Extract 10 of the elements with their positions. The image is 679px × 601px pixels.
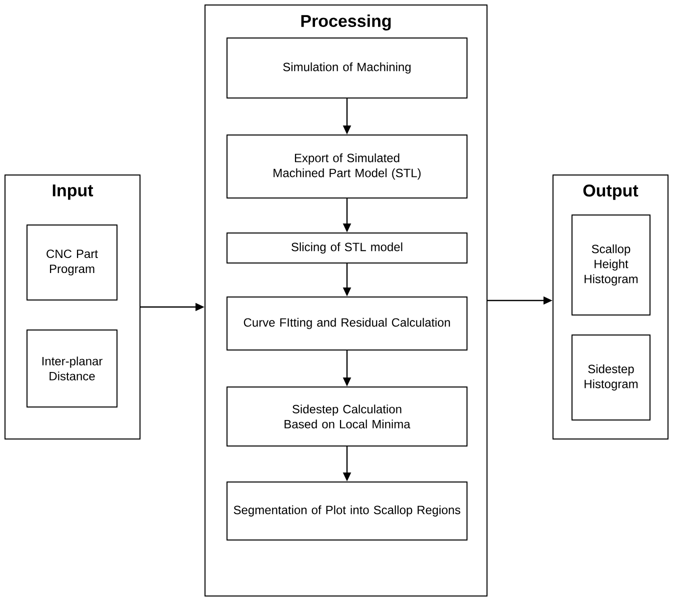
process-box: Curve FItting and Residual Calculation bbox=[226, 296, 468, 350]
process-box: Inter-planar Distance bbox=[26, 330, 118, 408]
process-box: Sidestep Calculation Based on Local Minima bbox=[226, 386, 468, 446]
process-box: Simulation of Machining bbox=[226, 38, 468, 98]
process-box: Export of Simulated Machined Part Model (STL) bbox=[226, 134, 468, 198]
process-box: CNC Part Program bbox=[26, 224, 118, 300]
process-box: Slicing of STL model bbox=[226, 232, 468, 264]
process-box: Scallop Height Histogram bbox=[572, 214, 650, 316]
process-box: Segmentation of Plot into Scallop Regions bbox=[226, 482, 468, 540]
process-box: Sidestep Histogram bbox=[572, 334, 650, 420]
